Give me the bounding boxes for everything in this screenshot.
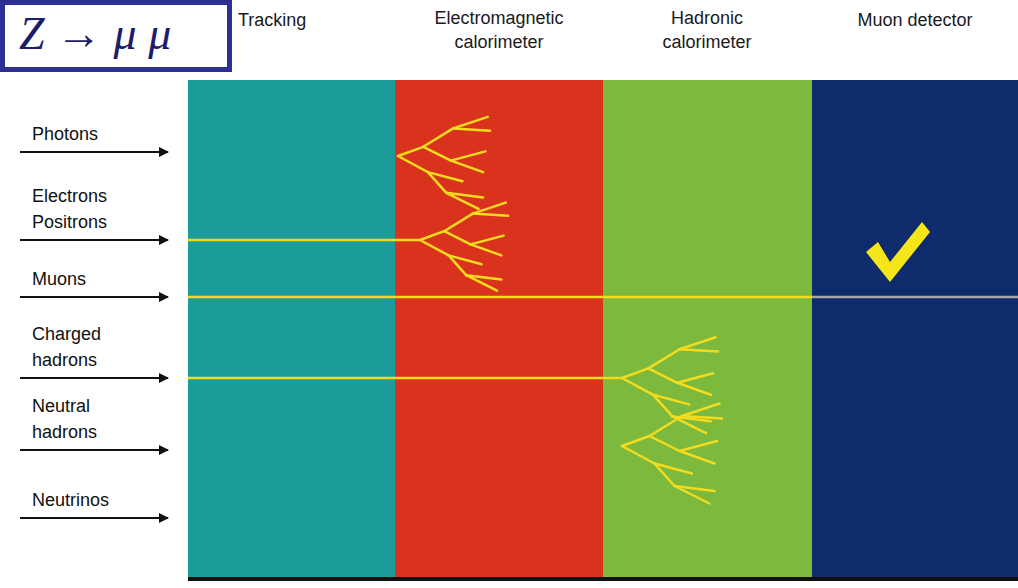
hadron-shower <box>655 464 675 487</box>
particle-arrow <box>20 449 168 451</box>
photon-shower <box>423 147 451 161</box>
hadron-shower <box>648 368 677 382</box>
photon-shower <box>428 172 446 193</box>
electron-shower <box>449 255 467 275</box>
photon-shower <box>453 128 490 130</box>
layer-heading: Muon detector <box>825 8 1005 32</box>
electron-shower <box>471 244 502 255</box>
photon-shower <box>398 147 423 156</box>
charged-hadron-track <box>188 377 622 380</box>
layer-heading: Electromagnetic calorimeter <box>409 6 589 54</box>
electron-track <box>188 239 420 242</box>
hadron-shower <box>682 404 720 417</box>
hadron-shower <box>653 395 672 417</box>
hadron-shower <box>648 349 679 368</box>
hadron-shower <box>677 383 711 395</box>
particle-label: Electrons Positrons <box>32 183 144 235</box>
muon-track <box>812 296 1018 299</box>
layer-heading: Hadronic calorimeter <box>642 6 772 54</box>
title-box: Z → μ μ <box>0 0 232 72</box>
hadron-shower <box>622 368 648 378</box>
particle-arrow <box>20 377 168 379</box>
electron-shower <box>420 231 444 240</box>
electron-shower <box>420 240 449 255</box>
photon-shower <box>446 193 478 209</box>
hadron-shower <box>680 349 718 351</box>
hadron-shower <box>677 373 713 383</box>
hadron-shower <box>675 486 710 504</box>
hadron-shower <box>622 378 653 395</box>
detector-band-fill <box>395 80 603 577</box>
detector-layer: Electromagnetic calorimeter <box>395 0 603 577</box>
hadron-shower <box>650 436 680 451</box>
particle-label: Neutral hadrons <box>32 393 144 445</box>
particle-label: Neutrinos <box>32 487 144 513</box>
detector-layer: Tracking <box>188 0 395 577</box>
photon-shower <box>451 151 486 160</box>
particle-arrow <box>20 151 168 153</box>
electron-shower <box>473 203 506 214</box>
particle-arrow <box>20 296 168 298</box>
particle-arrow <box>20 517 168 519</box>
photon-shower <box>423 128 453 146</box>
check-mark <box>866 222 930 282</box>
hadron-shower <box>622 446 655 464</box>
particle-arrow <box>20 239 168 241</box>
muon-track <box>188 296 812 299</box>
detector-band-fill <box>812 80 1018 577</box>
hadron-shower <box>650 416 683 436</box>
hadron-shower <box>622 436 650 446</box>
hadron-shower <box>682 416 722 419</box>
photon-shower <box>451 161 483 173</box>
particle-label: Charged hadrons <box>32 321 144 373</box>
particle-label: Photons <box>32 121 144 147</box>
detector-layer: Hadronic calorimeter <box>603 0 812 577</box>
electron-shower <box>444 231 470 244</box>
hadron-shower <box>680 337 716 349</box>
detector-band-fill <box>188 80 395 577</box>
base-line <box>188 577 1018 581</box>
detector-layer: Muon detector <box>812 0 1018 577</box>
electron-shower <box>471 236 504 245</box>
layer-heading: Tracking <box>238 8 388 32</box>
electron-shower <box>473 214 508 216</box>
photon-shower <box>453 117 488 128</box>
electron-shower <box>466 275 497 290</box>
hadron-shower <box>680 451 715 464</box>
detector-band-fill <box>603 80 812 577</box>
particle-label: Muons <box>32 266 144 292</box>
photon-shower <box>398 156 428 172</box>
electron-shower <box>444 214 473 232</box>
hadron-shower <box>680 441 718 451</box>
